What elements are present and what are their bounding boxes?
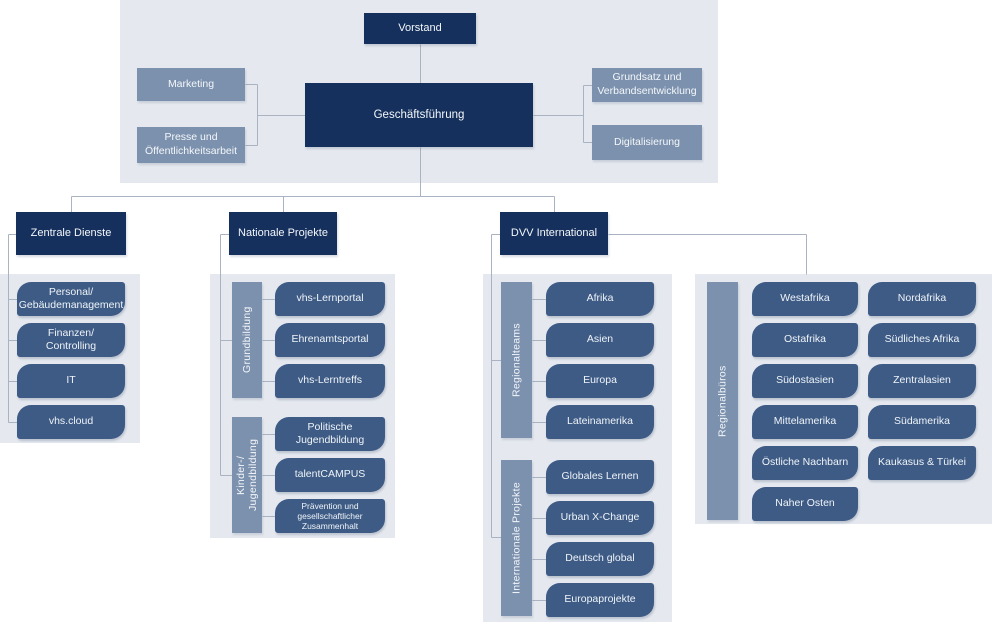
box-mittelamerika: Mittelamerika <box>752 405 858 439</box>
box-vhs-lernportal: vhs-Lernportal <box>275 282 385 316</box>
box-label: Vorstand <box>398 21 442 34</box>
box-label: Lateinamerika <box>567 415 633 428</box>
box-politische-jugendbildung: Politische Jugendbildung <box>275 417 385 451</box>
box-it: IT <box>17 364 125 398</box>
box-digitalisierung: Digitalisierung <box>592 125 702 160</box>
box-label: Marketing <box>167 77 215 90</box>
box-label: Nationale Projekte <box>238 226 328 239</box>
box-label: Presse und Öffentlichkeitsarbeit <box>144 131 238 157</box>
box-zentrale-dienste: Zentrale Dienste <box>16 212 126 255</box>
group-internationale-projekte: Internationale Projekte <box>501 460 532 616</box>
box-label: Ostafrika <box>783 333 826 346</box>
group-regionalbueros: Regionalbüros <box>707 282 738 520</box>
box-nordafrika: Nordafrika <box>868 282 976 316</box>
group-grundbildung: Grundbildung <box>232 282 262 398</box>
box-zentralasien: Zentralasien <box>868 364 976 398</box>
box-label: IT <box>66 374 76 387</box>
box-presse-oeffentlichkeitsarbeit: Presse und Öffentlichkeitsarbeit <box>137 127 245 163</box>
box-label: Digitalisierung <box>614 135 680 148</box>
box-marketing: Marketing <box>137 68 245 101</box>
box-label: Afrika <box>586 292 614 305</box>
box-label: Finanzen/ Controlling <box>45 326 97 352</box>
box-label: Südamerika <box>893 415 951 428</box>
box-europaprojekte: Europaprojekte <box>546 583 654 617</box>
box-vorstand: Vorstand <box>364 13 476 44</box>
box-naher-osten: Naher Osten <box>752 487 858 521</box>
box-label: Zentrale Dienste <box>30 226 112 239</box>
box-talentcampus: talentCAMPUS <box>275 458 385 492</box>
box-label: Mittelamerika <box>773 415 837 428</box>
box-geschaeftsfuehrung: Geschäftsführung <box>305 83 533 147</box>
box-lateinamerika: Lateinamerika <box>546 405 654 439</box>
box-asien: Asien <box>546 323 654 357</box>
box-label: Asien <box>586 333 614 346</box>
box-label: Deutsch global <box>565 552 635 565</box>
box-label: Globales Lernen <box>561 470 639 483</box>
box-westafrika: Westafrika <box>752 282 858 316</box>
group-label: Regionalteams <box>510 323 523 397</box>
box-ostafrika: Ostafrika <box>752 323 858 357</box>
box-label: vhs-Lernportal <box>296 292 364 305</box>
box-nationale-projekte: Nationale Projekte <box>229 212 337 255</box>
box-kaukasus-tuerkei: Kaukasus & Türkei <box>868 446 976 480</box>
box-dvv-international: DVV International <box>500 212 608 255</box>
box-label: Westafrika <box>780 292 830 305</box>
box-label: Urban X-Change <box>560 511 640 524</box>
box-label: Grundsatz und Verbandsentwicklung <box>597 71 697 97</box>
box-label: Kaukasus & Türkei <box>878 456 966 469</box>
box-europa: Europa <box>546 364 654 398</box>
box-suedamerika: Südamerika <box>868 405 976 439</box>
box-label: vhs-Lerntreffs <box>298 374 362 387</box>
box-label: Zentralasien <box>893 374 951 387</box>
box-suedliches-afrika: Südliches Afrika <box>868 323 976 357</box>
box-vhs-cloud: vhs.cloud <box>17 405 125 439</box>
group-label: Internationale Projekte <box>510 482 523 594</box>
box-label: vhs.cloud <box>48 415 94 428</box>
box-label: Politische Jugendbildung <box>295 420 365 446</box>
box-label: Südostasien <box>776 374 834 387</box>
box-personal-gebaeudemanagement: Personal/ Gebäudemanagement <box>17 282 125 316</box>
group-label: Regionalbüros <box>716 365 729 437</box>
box-oestliche-nachbarn: Östliche Nachbarn <box>752 446 858 480</box>
box-globales-lernen: Globales Lernen <box>546 460 654 494</box>
box-ehrenamtsportal: Ehrenamtsportal <box>275 323 385 357</box>
box-label: Europa <box>583 374 617 387</box>
box-label: Südliches Afrika <box>884 333 960 346</box>
box-suedostasien: Südostasien <box>752 364 858 398</box>
box-label: talentCAMPUS <box>294 468 366 481</box>
group-regionalteams: Regionalteams <box>501 282 532 438</box>
group-label: Grundbildung <box>241 306 253 374</box>
box-vhs-lerntreffs: vhs-Lerntreffs <box>275 364 385 398</box>
box-label: Prävention und gesellschaftlicher Zusamm… <box>297 500 363 532</box>
box-label: DVV International <box>510 226 598 239</box>
box-deutsch-global: Deutsch global <box>546 542 654 576</box>
box-afrika: Afrika <box>546 282 654 316</box>
group-kinder-jugendbildung: Kinder-/ Jugendbildung <box>232 417 262 533</box>
box-praevention-zusammenhalt: Prävention und gesellschaftlicher Zusamm… <box>275 499 385 533</box>
box-finanzen-controlling: Finanzen/ Controlling <box>17 323 125 357</box>
box-label: Ehrenamtsportal <box>291 333 369 346</box>
group-label: Kinder-/ Jugendbildung <box>235 438 259 512</box>
box-label: Naher Osten <box>775 497 835 510</box>
box-label: Geschäftsführung <box>373 108 465 121</box>
box-label: Östliche Nachbarn <box>761 456 849 469</box>
box-label: Nordafrika <box>897 292 947 305</box>
box-label: Europaprojekte <box>564 593 636 606</box>
box-label: Personal/ Gebäudemanagement <box>18 285 124 311</box>
box-urban-x-change: Urban X-Change <box>546 501 654 535</box>
box-grundsatz-verbandsentwicklung: Grundsatz und Verbandsentwicklung <box>592 68 702 102</box>
